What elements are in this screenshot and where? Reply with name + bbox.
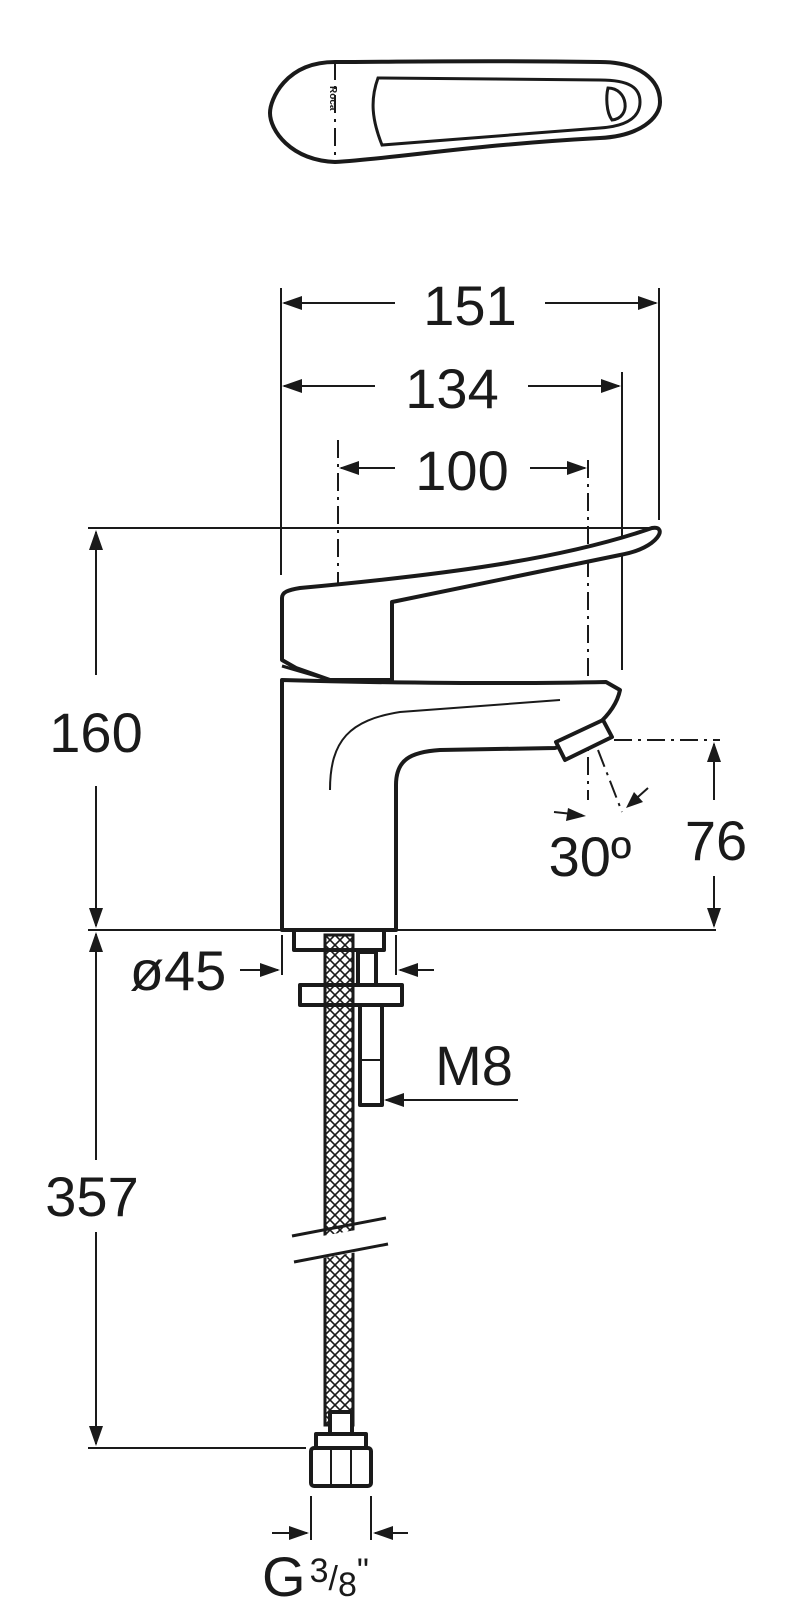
- hose-break-gap: [288, 1224, 392, 1264]
- connection-g: G: [262, 1545, 306, 1608]
- angle-line-spray: [597, 749, 623, 813]
- top-view-lever-tip: [605, 86, 627, 122]
- arrow-m8: [384, 1093, 404, 1107]
- body-inner-curve: [329, 699, 561, 791]
- arrow-76-bottom: [707, 908, 721, 928]
- height-dimensions: 160 76 30º: [49, 527, 747, 931]
- arrow-d45-left: [260, 963, 280, 977]
- angle-arrow-left: [566, 808, 586, 821]
- connection-slash: /: [328, 1560, 338, 1598]
- hose-break-line-1: [291, 1216, 387, 1238]
- dim-spout-reach: 100: [415, 439, 508, 502]
- arrow-160-top: [89, 530, 103, 550]
- faucet-lever: [280, 525, 662, 682]
- top-view: Roca: [268, 59, 662, 164]
- arrow-d45-right: [398, 963, 418, 977]
- angle-arrow-right: [626, 792, 643, 808]
- dim-overall-width: 151: [423, 274, 516, 337]
- width-dimensions: 151 134 100: [280, 274, 660, 900]
- mounting-assembly: [288, 928, 404, 1488]
- dim-overall-height: 160: [49, 701, 142, 764]
- top-view-lever-recess: [371, 76, 642, 147]
- connection-numerator: 3: [310, 1552, 329, 1590]
- stud-upper: [356, 950, 378, 987]
- hose-fitting-collar: [314, 1432, 368, 1450]
- arrow-100-right: [567, 461, 587, 475]
- hose-ferrule: [328, 1410, 354, 1436]
- dim-spout-angle: 30º: [549, 825, 632, 888]
- arrow-100-left: [339, 461, 359, 475]
- faucet-body: [280, 678, 622, 932]
- faucet-side-view: [280, 525, 662, 932]
- arrow-134-left: [282, 379, 302, 393]
- arrow-357-top: [89, 932, 103, 952]
- dim-stud-thread: M8: [435, 1034, 513, 1097]
- stud-m8: [358, 1003, 384, 1107]
- hose-break-line-2: [293, 1242, 389, 1264]
- arrow-151-left: [282, 296, 302, 310]
- arrow-76-top: [707, 742, 721, 762]
- dim-hose-length: 357: [45, 1165, 138, 1228]
- hose-nut: [309, 1446, 373, 1488]
- spout-aerator: [554, 718, 614, 762]
- connection-inch-mark: ": [357, 1552, 369, 1590]
- arrow-160-bottom: [89, 908, 103, 928]
- dim-lever-reach: 134: [405, 357, 498, 420]
- dim-body-diameter: ø45: [130, 939, 227, 1002]
- arrow-g-right: [373, 1526, 393, 1540]
- top-view-outline: [268, 59, 662, 164]
- arrow-357-bottom: [89, 1426, 103, 1446]
- dim-spout-height: 76: [685, 809, 747, 872]
- lever-underside: [281, 664, 331, 682]
- arrow-134-right: [601, 379, 621, 393]
- arrow-151-right: [638, 296, 658, 310]
- brand-logo: Roca: [327, 86, 338, 111]
- braided-hose: [323, 933, 355, 1427]
- arrow-g-left: [289, 1526, 309, 1540]
- connection-denominator: 8: [338, 1566, 357, 1604]
